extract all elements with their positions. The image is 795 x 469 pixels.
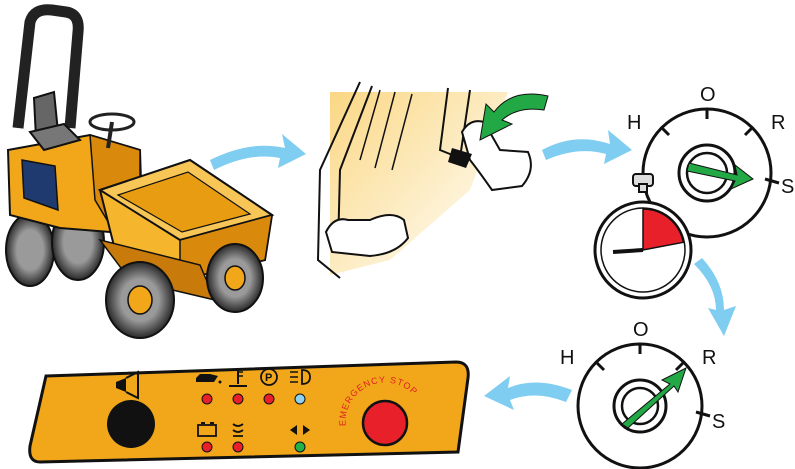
instrument-panel: P EMERGENCY STOP <box>30 362 469 462</box>
flow-arrow-1 <box>210 134 306 170</box>
pedal-scene <box>318 82 548 278</box>
horn-button[interactable] <box>107 400 155 448</box>
site-dumper <box>6 10 272 338</box>
lamp-glow-plug <box>233 442 243 452</box>
flow-arrow-2 <box>542 130 632 164</box>
switch-label-o: O <box>633 319 649 341</box>
flow-arrow-3 <box>694 258 736 336</box>
switch-label-h: H <box>627 112 641 134</box>
lamp-parking <box>264 394 274 404</box>
lamp-battery <box>202 442 212 452</box>
left-foot <box>326 215 408 256</box>
lamp-oil <box>202 394 212 404</box>
lamp-indicator <box>295 442 305 452</box>
lamp-headlight <box>295 394 305 404</box>
switch-label-s: S <box>781 176 794 198</box>
svg-text:P: P <box>265 372 272 384</box>
switch-label-o: O <box>700 84 716 106</box>
flow-arrow-4 <box>484 376 572 410</box>
key-switch-run: O H R S <box>560 319 725 468</box>
emergency-stop-button[interactable] <box>363 401 407 445</box>
timer-hand <box>613 250 643 252</box>
switch-label-r: R <box>702 347 716 369</box>
switch-label-s: S <box>712 411 725 433</box>
switch-label-h: H <box>560 347 574 369</box>
lamp-coolant <box>233 394 243 404</box>
switch-label-r: R <box>771 112 785 134</box>
